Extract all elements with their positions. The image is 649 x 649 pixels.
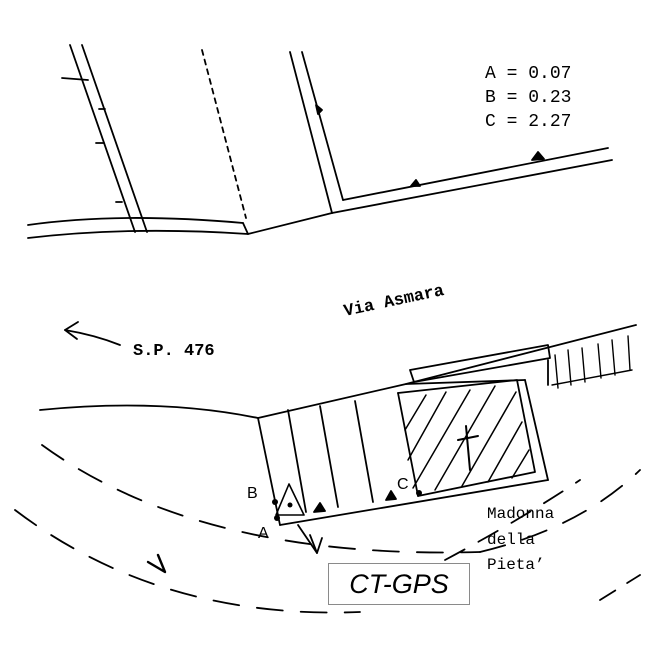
legend: A = 0.07 B = 0.23 C = 2.27 [485,64,571,132]
point-a-label: A [258,525,269,542]
dashed-curve [41,444,481,554]
marker-triangle [385,490,397,501]
marker-triangle [313,502,326,513]
point-b-marker [272,499,278,505]
road-label: S.P. 476 [133,342,215,361]
church-cross [457,425,479,471]
point-b-label: B [247,485,258,502]
place-name: Madonna della Pieta’ [487,505,555,574]
place-name-line-1: Madonna [487,505,555,523]
station-center-dot [287,502,293,508]
dashed-boundary [201,49,247,219]
dashed-curve [599,574,641,601]
legend-line-c: C = 2.27 [485,112,571,132]
point-c-marker [416,490,422,496]
station-triangle-icon [275,483,305,516]
place-name-line-2: della [487,531,535,549]
dashed-curve [14,509,361,614]
upper-block-outline [27,44,613,239]
fence-marks [551,335,633,389]
street-name-label: Via Asmara [342,282,446,322]
legend-line-a: A = 0.07 [485,64,571,84]
dashed-curve [479,469,641,553]
lower-road-edge [39,404,259,419]
road-arrow [64,329,121,346]
marker-triangle [410,179,421,187]
point-c-label: C [397,476,409,493]
marker-triangle [315,104,323,115]
station-label: CT-GPS [349,568,449,599]
place-name-line-3: Pieta’ [487,556,545,574]
station-label-box: CT-GPS [328,563,470,605]
legend-line-b: B = 0.23 [485,88,571,108]
building-outline [257,344,551,526]
curve-arrow [146,553,167,574]
dashed-curve [444,479,581,561]
marker-triangle [531,151,545,161]
approach-arrow [297,524,318,554]
point-a-marker [274,515,280,521]
